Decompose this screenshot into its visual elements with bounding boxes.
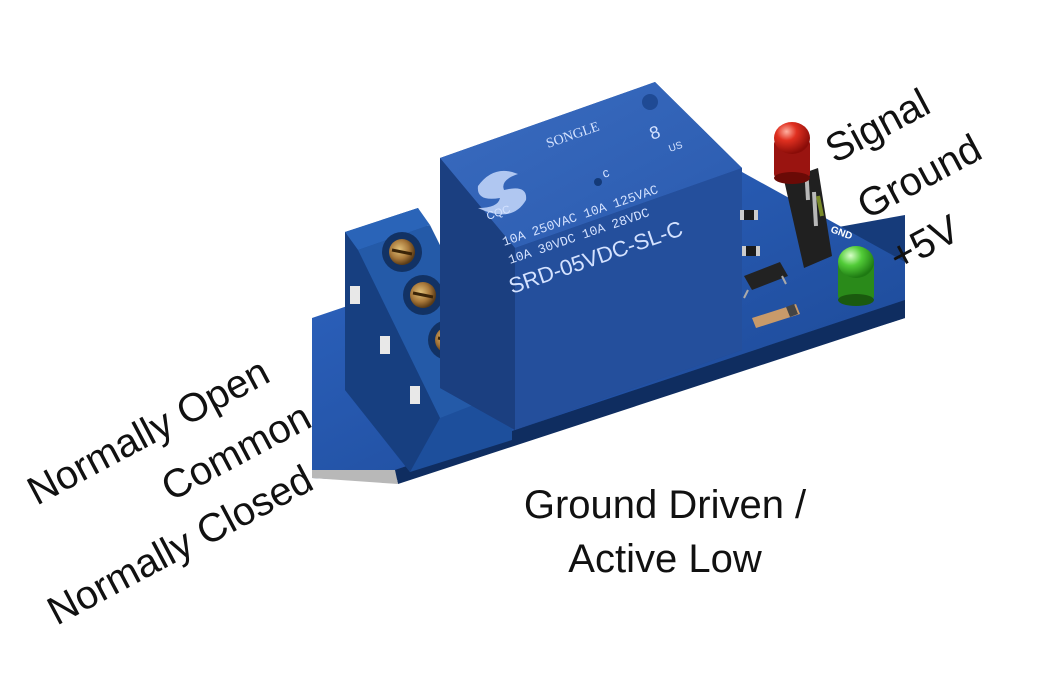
screw-1 bbox=[382, 232, 422, 272]
terminal-block bbox=[345, 208, 512, 472]
relay bbox=[440, 82, 742, 430]
label-ground-driven-line-2: Active Low bbox=[568, 537, 762, 581]
green-led bbox=[838, 246, 874, 306]
red-led bbox=[774, 122, 810, 184]
diode bbox=[752, 304, 800, 328]
transistor bbox=[743, 262, 788, 299]
smd-resistor bbox=[742, 246, 760, 256]
relay-us-mark: US bbox=[667, 140, 684, 155]
relay-c-mark: c bbox=[600, 164, 612, 180]
label-ground-driven-line-1: Ground Driven / bbox=[523, 483, 807, 527]
songle-logo-icon bbox=[477, 170, 527, 215]
screw-2 bbox=[403, 275, 443, 315]
smd-resistor bbox=[740, 210, 758, 220]
pcb-label-in: IN bbox=[833, 207, 846, 221]
